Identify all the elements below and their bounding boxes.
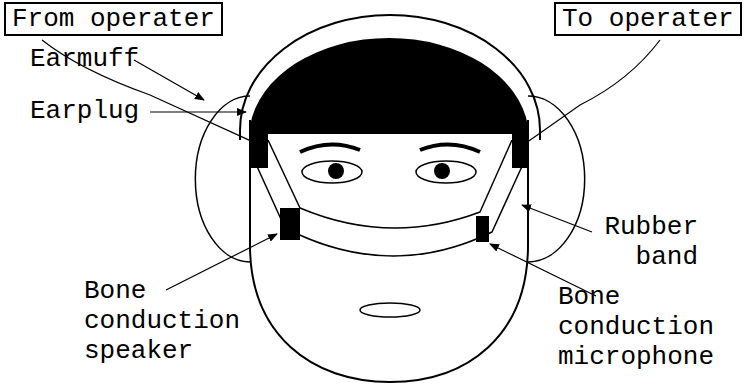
box-text: From operater xyxy=(12,4,215,34)
leader-arrow xyxy=(166,234,277,290)
signal-source-box: From operater xyxy=(4,2,223,36)
headband xyxy=(250,38,528,168)
box-text: To operater xyxy=(562,4,734,34)
pupil xyxy=(328,163,344,179)
eyebrow xyxy=(300,144,360,152)
part-label: Bone conduction microphone xyxy=(558,282,738,372)
signal-wire xyxy=(516,40,660,150)
eye xyxy=(302,161,362,183)
part-label: Earmuff xyxy=(30,44,140,74)
bone-conduction-microphone xyxy=(476,216,489,242)
signal-destination-box: To operater xyxy=(554,2,742,36)
leader-arrow xyxy=(150,111,246,112)
right-earmuff xyxy=(528,96,585,262)
leader-arrow xyxy=(522,205,592,232)
part-label: Rubber band xyxy=(586,212,698,272)
bone-conduction-speaker xyxy=(280,208,300,240)
pupil xyxy=(434,163,450,179)
head-outline xyxy=(250,120,528,382)
leader-arrow xyxy=(134,60,204,100)
left-earmuff xyxy=(195,96,250,262)
part-label: Bone conduction speaker xyxy=(84,276,250,366)
eye xyxy=(416,161,476,183)
mouth xyxy=(360,303,420,317)
rubber-band xyxy=(268,140,512,228)
eyebrow xyxy=(420,144,480,152)
rubber-band xyxy=(255,162,524,256)
part-label: Earplug xyxy=(30,96,148,126)
